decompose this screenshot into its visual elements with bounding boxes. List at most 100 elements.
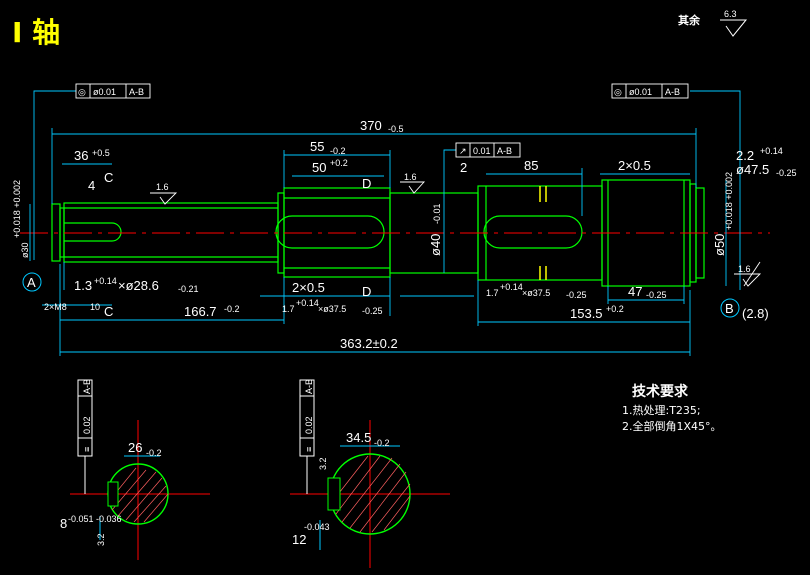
keyways: [64, 215, 583, 249]
section-1-frame-datum: A-B: [82, 379, 92, 394]
groove-mid-d: ×ø37.5: [318, 304, 346, 314]
dim-d47-5-tol: -0.25: [776, 168, 797, 178]
roughness-symbol-icon: [720, 19, 748, 37]
dim-166-7: 166.7: [184, 304, 217, 319]
dim-d50: ø50: [712, 234, 727, 256]
groove-right-tol: +0.14: [500, 282, 523, 292]
groove-mid-tol: +0.14: [296, 298, 319, 308]
frame-runout-value: 0.01: [473, 146, 491, 156]
datum-b-label: B: [725, 301, 734, 316]
section-2-frame-symbol: ≡: [304, 447, 314, 452]
dim-overall-top: 370: [360, 118, 382, 133]
dim-2-2-tol: +0.14: [760, 146, 783, 156]
section-2-width: 34.5: [346, 430, 371, 445]
frame-right-value: ø0.01: [629, 87, 652, 97]
keyway-left: [64, 222, 122, 242]
section-2-key: 12: [292, 532, 306, 547]
dim-153-5-tol: +0.2: [606, 304, 624, 314]
dim-d40: ø40: [428, 234, 443, 256]
section-1-width: 26: [128, 440, 142, 455]
datum-a-label: A: [27, 275, 36, 290]
frame-runout-datum: A-B: [497, 146, 512, 156]
tech-requirement-1: 1.热处理:T235;: [622, 404, 701, 417]
dim-166-7-tol: -0.2: [224, 304, 240, 314]
groove-right: 1.7: [486, 288, 499, 298]
section-1-keyway: [107, 481, 119, 507]
dim-85: 85: [524, 158, 538, 173]
roughness-1-6b: 1.6: [404, 172, 417, 182]
dim-d30-tol: +0.018 +0.002: [12, 180, 22, 238]
tolerance-frames: [75, 83, 689, 158]
frame-runout: [455, 142, 521, 158]
dim-d50-tol: +0.018 +0.002: [724, 172, 734, 230]
dim-overall-top-tol: -0.5: [388, 124, 404, 134]
label-c2: C: [104, 304, 113, 319]
dim-2-2: 2.2: [736, 148, 754, 163]
section-1-depth: 3.2: [96, 533, 106, 546]
groove-left: 1.3: [74, 278, 92, 293]
section-1-width-tol: -0.2: [146, 448, 162, 458]
groove-mid-dtol: -0.25: [362, 306, 383, 316]
thread-depth: 10: [90, 302, 100, 312]
groove-mid: 1.7: [282, 304, 295, 314]
dim-50: 50: [312, 160, 326, 175]
section-1-key: 8: [60, 516, 67, 531]
dim-47-tol: -0.25: [646, 290, 667, 300]
frame-right: [611, 83, 689, 99]
section-view-1: [70, 379, 210, 560]
dim-50-tol: +0.2: [330, 158, 348, 168]
frame-left-datum: A-B: [129, 87, 144, 97]
dim-47: 47: [628, 284, 642, 299]
datum-a-circle: [22, 272, 42, 292]
keyway-middle: [275, 215, 385, 249]
section-2-width-tol: -0.2: [374, 438, 390, 448]
frame-right-datum: A-B: [665, 87, 680, 97]
dim-2: 2: [460, 160, 467, 175]
tech-requirement-2: 2.全部倒角1X45°。: [622, 419, 722, 433]
roughness-note-label: 其余: [678, 13, 701, 27]
thread-spec: 2×M8: [44, 302, 67, 312]
dim-4: 4: [88, 178, 95, 193]
label-c1: C: [104, 170, 113, 185]
frame-right-symbol: ◎: [614, 87, 622, 97]
roughness-1-6a: 1.6: [156, 182, 169, 192]
datum-b-circle: [720, 298, 740, 318]
section-1-frame-value: 0.02: [82, 416, 92, 434]
roughness-1-6c: 1.6: [738, 264, 751, 274]
dim-36-tol: +0.5: [92, 148, 110, 158]
label-d1: D: [362, 176, 371, 191]
tech-requirements-heading: 技术要求: [632, 383, 689, 400]
section-2-frame-datum: A-B: [304, 379, 314, 394]
section-1-frame-symbol: ≡: [82, 447, 92, 452]
section-2-keyway: [327, 477, 341, 511]
dim-153-5: 153.5: [570, 306, 603, 321]
frame-left: [75, 83, 151, 99]
drawing-title: I 轴: [12, 16, 60, 49]
groove-left-tol: +0.14: [94, 276, 117, 286]
groove-right-dtol: -0.25: [566, 290, 587, 300]
roughness-marks: [150, 181, 762, 287]
dim-55: 55: [310, 139, 324, 154]
section-1-key-tol: -0.051 -0.036: [68, 514, 122, 524]
groove-right-d: ×ø37.5: [522, 288, 550, 298]
section-view-2: [290, 379, 450, 568]
dim-2x05-right: 2×0.5: [618, 158, 651, 173]
section-2-frame-value: 0.02: [304, 416, 314, 434]
dimension-lines: [29, 90, 741, 356]
groove-left-dtol: -0.21: [178, 284, 199, 294]
dim-d30: ø30: [20, 242, 30, 258]
frame-left-value: ø0.01: [93, 87, 116, 97]
groove-left-d: ×ø28.6: [118, 278, 159, 293]
frame-left-symbol: ◎: [78, 87, 86, 97]
section-marks: [539, 186, 547, 280]
roughness-note-value: 6.3: [724, 9, 737, 19]
dim-55-tol: -0.2: [330, 146, 346, 156]
keyway-right: [483, 215, 583, 249]
section-2-key-tol: -0.043: [304, 522, 330, 532]
dim-2-8: (2.8): [742, 306, 769, 321]
dim-overall-bottom: 363.2±0.2: [340, 336, 398, 351]
section-2-depth: 3.2: [318, 457, 328, 470]
dim-2x05-bottom: 2×0.5: [292, 280, 325, 295]
